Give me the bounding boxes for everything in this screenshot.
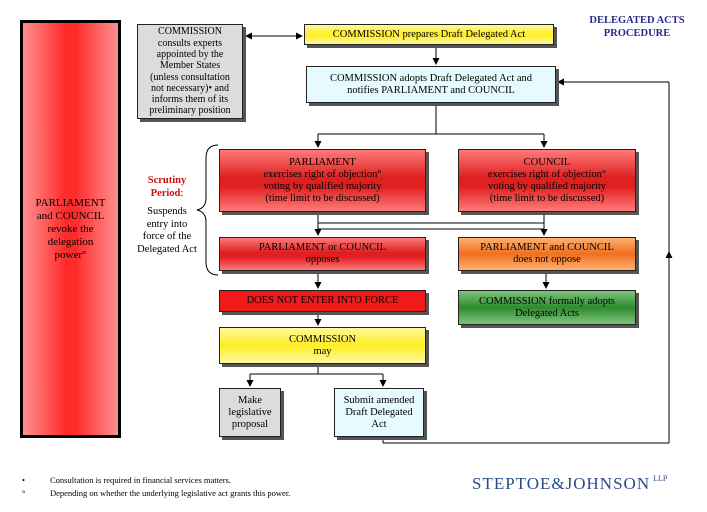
footnote-2-marker: °	[22, 488, 26, 498]
revoke-line-3: revoke the	[47, 222, 94, 235]
consult-line-8: preliminary position	[149, 105, 231, 117]
parliament-objection-box: PARLIAMENT exercises right of objection°…	[219, 149, 426, 212]
submit-amended-box: Submit amended Draft Delegated Act	[334, 388, 424, 437]
scrutiny-label-2: Period	[150, 187, 181, 199]
may-line-1: COMMISSION	[288, 333, 357, 345]
footnote-1-marker: •	[22, 475, 25, 485]
footnote-2-text: Depending on whether the underlying legi…	[50, 488, 291, 498]
not-enter-force-box: DOES NOT ENTER INTO FORCE	[219, 290, 426, 312]
logo-text: STEPTOE&JOHNSON	[472, 474, 651, 493]
amended-line-2: Draft Delegated	[345, 406, 413, 418]
council-line-3: voting by qualified majority	[487, 180, 607, 192]
footnote-1: • Consultation is required in financial …	[22, 474, 290, 487]
council-objection-box: COUNCIL exercises right of objection° vo…	[458, 149, 636, 212]
amended-line-1: Submit amended	[343, 394, 415, 406]
not-oppose-line-2: does not oppose	[513, 254, 581, 265]
consult-line-6: not necessary)• and	[151, 82, 229, 94]
parliament-line-2: exercises right of objection°	[263, 168, 382, 180]
scrutiny-line-1: Suspends	[147, 206, 187, 217]
scrutiny-line-3: force of the	[142, 231, 192, 242]
formally-line-1: COMMISSION formally adopts	[479, 295, 615, 307]
revoke-line-5: power°	[54, 248, 87, 261]
adopt-notify-box: COMMISSION adopts Draft Delegated Act an…	[306, 66, 556, 103]
footnotes: • Consultation is required in financial …	[22, 474, 290, 500]
scrutiny-label: Scrutiny	[147, 175, 187, 186]
opposes-line-1: PARLIAMENT or COUNCIL	[258, 242, 387, 253]
legislative-line-3: proposal	[231, 418, 269, 430]
council-line-4: (time limit to be discussed)	[489, 192, 605, 204]
consult-line-4: Member States	[159, 60, 221, 72]
scrutiny-period-note: Scrutiny Period: Suspends entry into for…	[132, 175, 202, 256]
scrutiny-line-2: entry into	[146, 218, 188, 230]
revoke-line-4: delegation	[47, 235, 94, 248]
consult-line-3: appointed by the	[156, 48, 224, 60]
parliament-line-1: PARLIAMENT	[289, 156, 356, 168]
opposes-line-2: opposes	[305, 254, 340, 265]
not-oppose-line-1: PARLIAMENT and COUNCIL	[480, 242, 614, 253]
legislative-line-1: Make	[238, 394, 262, 406]
title-line-1: DELEGATED ACTS	[589, 15, 685, 26]
consult-experts-box: COMMISSION consults experts appointed by…	[137, 24, 243, 119]
commission-may-box: COMMISSION may	[219, 327, 426, 364]
may-line-2: may	[313, 345, 332, 357]
scrutiny-colon: :	[180, 187, 184, 199]
consult-line-7: informs them of its	[151, 94, 229, 106]
diagram-title: DELEGATED ACTS PROCEDURE	[578, 14, 696, 40]
amended-line-3: Act	[371, 418, 387, 430]
council-line-1: COUNCIL	[523, 156, 571, 168]
logo-suffix: LLP	[653, 474, 668, 483]
consult-line-1: COMMISSION	[158, 26, 222, 38]
parliament-line-4: (time limit to be discussed)	[265, 192, 380, 204]
formally-adopts-box: COMMISSION formally adopts Delegated Act…	[458, 290, 636, 325]
parliament-line-3: voting by qualified majority	[263, 180, 382, 192]
does-not-oppose-box: PARLIAMENT and COUNCIL does not oppose	[458, 237, 636, 271]
legislative-line-2: legislative	[228, 406, 272, 418]
footnote-1-text: Consultation is required in financial se…	[50, 475, 232, 485]
title-line-2: PROCEDURE	[603, 28, 671, 39]
adopt-line-1: COMMISSION adopts Draft Delegated Act an…	[329, 72, 533, 84]
footnote-2: ° Depending on whether the underlying le…	[22, 487, 290, 500]
scrutiny-line-4: Delegated Act	[137, 243, 197, 255]
adopt-line-2: notifies PARLIAMENT and COUNCIL	[347, 84, 515, 96]
prepare-draft-box: COMMISSION prepares Draft Delegated Act	[304, 24, 554, 45]
legislative-proposal-box: Make legislative proposal	[219, 388, 281, 437]
revoke-line-1: PARLIAMENT	[35, 196, 106, 209]
opposes-box: PARLIAMENT or COUNCIL opposes	[219, 237, 426, 271]
council-line-2: exercises right of objection°	[487, 168, 607, 180]
revoke-delegation-box: PARLIAMENT and COUNCIL revoke the delega…	[20, 20, 121, 438]
revoke-line-2: and COUNCIL	[36, 209, 105, 222]
formally-line-2: Delegated Acts	[515, 307, 579, 319]
consult-line-2: consults experts	[157, 37, 223, 49]
prepare-text: COMMISSION prepares Draft Delegated Act	[332, 28, 526, 40]
not-force-text: DOES NOT ENTER INTO FORCE	[246, 295, 399, 306]
consult-line-5: (unless consultation	[150, 71, 230, 83]
